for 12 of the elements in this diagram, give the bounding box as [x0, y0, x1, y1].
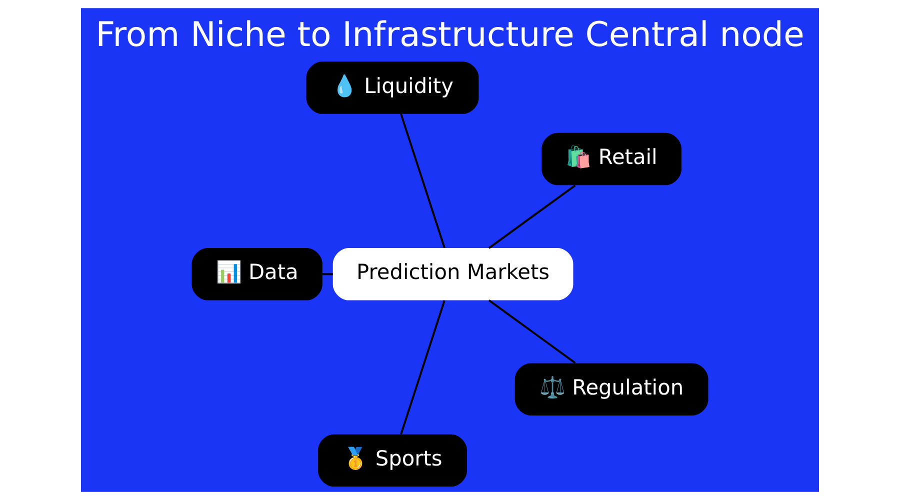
node-box: 🛍 Retail — [542, 132, 682, 186]
connector — [322, 273, 333, 276]
node-box: Prediction Markets — [332, 248, 574, 300]
node-box: 📊 Data — [192, 248, 322, 300]
connector — [400, 300, 446, 435]
connector — [400, 114, 446, 248]
node-box: ⚖ Regulation — [514, 363, 708, 416]
connector — [488, 300, 576, 364]
node-box: 💧 Liquidity — [306, 62, 479, 114]
connector — [488, 184, 576, 249]
node-box: 🥇 Sports — [318, 434, 467, 487]
diagram-title: From Niche to Infrastructure Central node — [96, 14, 804, 55]
